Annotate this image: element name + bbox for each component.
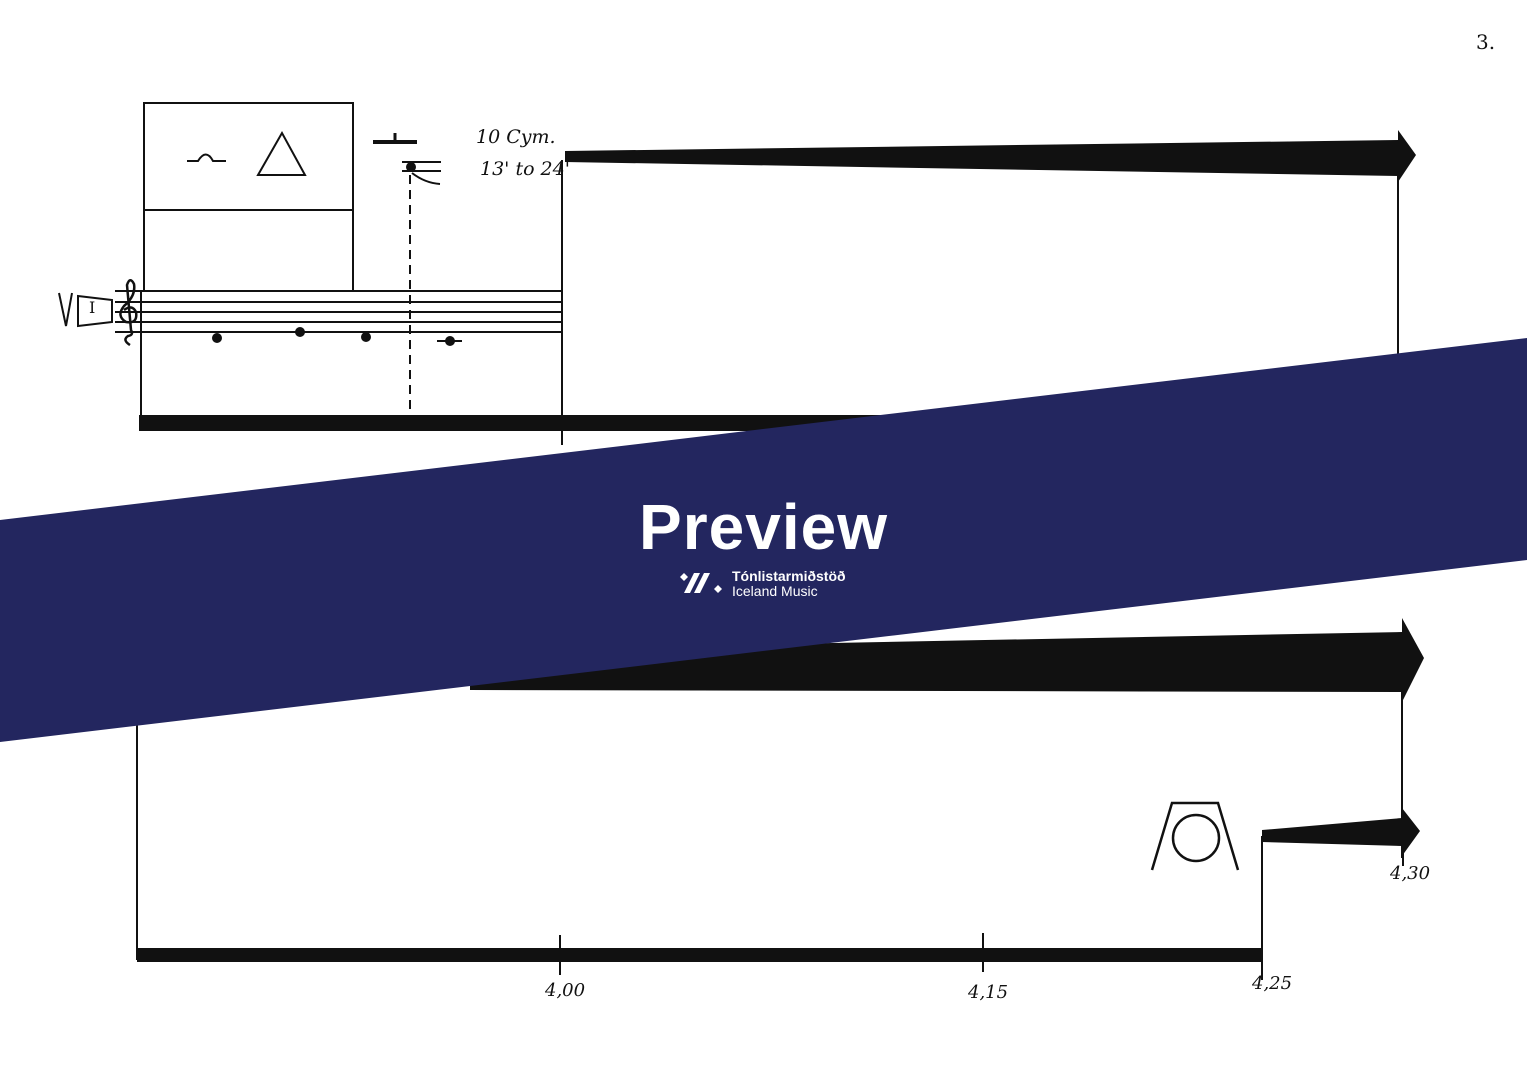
roman-numeral: I — [89, 298, 96, 317]
v-mark — [58, 292, 73, 327]
duration-bar — [137, 948, 1263, 962]
tie-icon — [187, 153, 226, 162]
duration-bar — [470, 618, 1424, 702]
note — [406, 162, 416, 172]
note — [212, 333, 222, 343]
bell-icon — [1150, 801, 1240, 871]
staff — [115, 290, 562, 333]
time-marker: 4,25 — [1252, 973, 1293, 994]
org-subtitle: Iceland Music — [732, 583, 818, 599]
note — [361, 332, 371, 342]
instrument-range: 13' to 24' — [480, 158, 570, 180]
org-name: Tónlistarmiðstöð — [732, 568, 846, 584]
duration-bar — [139, 415, 939, 431]
org-logo: Tónlistarmiðstöð Iceland Music — [676, 569, 846, 599]
page-number: 3. — [1476, 30, 1496, 54]
note — [445, 336, 455, 346]
instruction-box — [143, 102, 354, 211]
duration-bar — [1262, 808, 1420, 856]
time-marker: 4,00 — [545, 980, 586, 1001]
time-marker: 4,30 — [1390, 863, 1431, 884]
duration-bar — [565, 130, 1416, 182]
instrument-label: 10 Cym. — [476, 126, 556, 148]
treble-clef-icon — [119, 279, 138, 347]
roman-box — [77, 294, 113, 328]
preview-label: Preview — [639, 491, 888, 563]
note — [295, 327, 305, 337]
time-marker: 4,15 — [968, 982, 1009, 1003]
iceland-music-logo-icon — [680, 573, 722, 593]
triangle-icon — [256, 130, 307, 176]
